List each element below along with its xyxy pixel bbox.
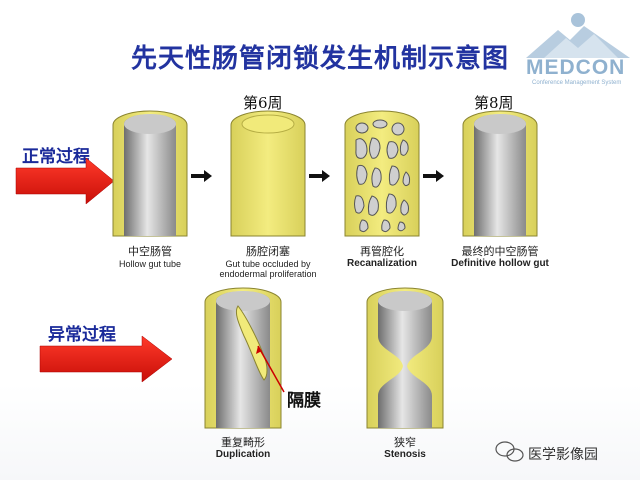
normal-process-label: 正常过程 bbox=[22, 147, 90, 167]
week-8-label: 第8周 bbox=[474, 94, 514, 112]
caption-en: Hollow gut tube bbox=[118, 259, 182, 269]
vacuoles bbox=[354, 119, 411, 233]
caption-en: Stenosis bbox=[384, 449, 426, 460]
caption-en: Duplication bbox=[215, 449, 271, 460]
definitive-tube-figure bbox=[462, 110, 538, 237]
step-arrow-3 bbox=[423, 170, 444, 182]
caption-cn: 最终的中空肠管 bbox=[461, 245, 539, 258]
caption-cn: 重复畸形 bbox=[221, 436, 265, 449]
caption-en: Definitive hollow gut bbox=[451, 258, 549, 269]
caption-stenosis: 狭窄 Stenosis bbox=[355, 434, 455, 460]
abnormal-process-arrow bbox=[39, 335, 173, 383]
caption-en: Recanalization bbox=[346, 258, 418, 269]
septum-leader-arrow bbox=[257, 345, 285, 393]
occluded-tube-figure bbox=[230, 110, 306, 237]
hollow-tube-figure bbox=[112, 110, 188, 237]
caption-cn: 中空肠管 bbox=[128, 245, 172, 258]
abnormal-process-label: 异常过程 bbox=[48, 325, 116, 345]
caption-hollow-tube: 中空肠管 Hollow gut tube bbox=[100, 243, 200, 269]
caption-definitive: 最终的中空肠管 Definitive hollow gut bbox=[440, 243, 560, 269]
diagram-title: 先天性肠管闭锁发生机制示意图 bbox=[130, 44, 509, 74]
mountain-icon bbox=[526, 13, 630, 58]
septum-label: 隔膜 bbox=[287, 391, 321, 411]
medcon-logo: MEDCON Conference Management System bbox=[522, 8, 634, 88]
duplication-tube-figure bbox=[204, 287, 285, 429]
logo-name: MEDCON bbox=[526, 56, 626, 79]
stenosis-tube-figure bbox=[366, 287, 444, 429]
step-arrow-1 bbox=[191, 170, 212, 182]
caption-duplication: 重复畸形 Duplication bbox=[193, 434, 293, 460]
caption-occluded: 肠腔闭塞 Gut tube occluded by endodermal pro… bbox=[208, 243, 328, 279]
normal-process-arrow bbox=[15, 157, 115, 205]
caption-cn: 再管腔化 bbox=[360, 245, 404, 258]
step-arrow-2 bbox=[309, 170, 330, 182]
caption-en: Gut tube occluded by endodermal prolifer… bbox=[219, 259, 317, 279]
septum bbox=[235, 305, 268, 381]
recanalization-tube-figure bbox=[344, 110, 420, 237]
watermark-text: 医学影像园 bbox=[528, 447, 598, 463]
logo-tagline: Conference Management System bbox=[532, 80, 622, 86]
week-6-label: 第6周 bbox=[243, 94, 283, 112]
wechat-icon bbox=[495, 441, 524, 462]
step-arrows bbox=[191, 170, 444, 182]
caption-recanalization: 再管腔化 Recanalization bbox=[330, 243, 434, 269]
caption-cn: 狭窄 bbox=[394, 436, 416, 449]
caption-cn: 肠腔闭塞 bbox=[246, 245, 290, 258]
